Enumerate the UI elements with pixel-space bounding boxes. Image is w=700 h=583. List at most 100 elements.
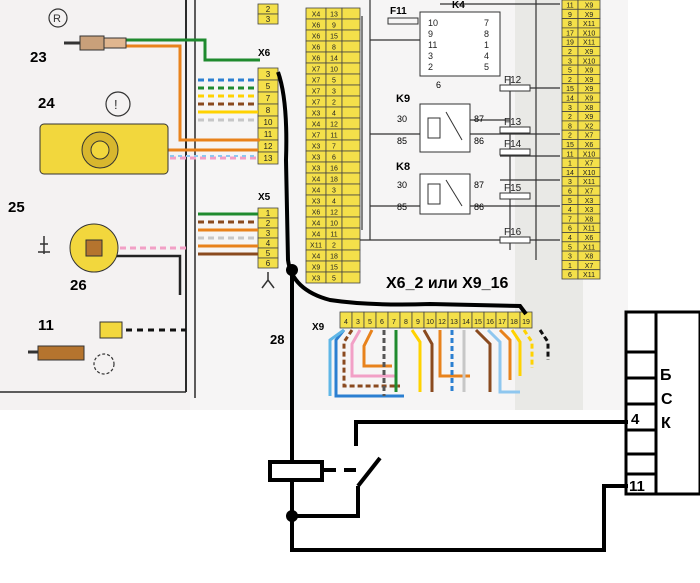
left-term-conn-label: X3 [312,155,321,162]
fuse-label: F15 [504,183,522,194]
right-term-conn-label: X9 [585,12,594,19]
x6-pin-number: 13 [264,154,273,163]
x9-pin-number: 10 [426,319,434,326]
left-term-tab [341,62,361,75]
ground-symbol [261,272,275,289]
left-term-conn-label: X6 [312,34,321,41]
left-term-conn-label: X9 [312,265,321,272]
right-term-num-label: 3 [568,254,572,261]
left-term-conn-label: X7 [312,78,321,85]
left-term-num-label: 15 [330,265,338,272]
left-term-conn-label: X6 [312,23,321,30]
left-term-num-label: 4 [332,199,336,206]
right-term-conn-label: X10 [583,58,596,65]
k4-right-pin: 1 [484,40,489,50]
top-pin-number: 3 [266,15,271,24]
right-term-num-label: 5 [568,198,572,205]
left-term-tab [341,51,361,64]
relay-k8 [419,173,471,215]
fuse-label: F16 [504,227,522,238]
left-term-conn-label: X7 [312,100,321,107]
left-term-tab [341,161,361,174]
svg-text:R: R [53,13,61,25]
left-term-num-label: 8 [332,45,336,52]
x5-pin-number: 1 [266,209,271,218]
x5-pin-number: 6 [266,259,271,268]
right-term-num-label: 9 [568,12,572,19]
right-term-conn-label: X3 [585,198,594,205]
left-term-num-label: 18 [330,254,338,261]
fuse-body [499,236,531,244]
left-term-num-label: 5 [332,276,336,283]
right-term-num-label: 14 [566,170,574,177]
right-term-conn-label: X7 [585,263,594,270]
left-term-num-label: 7 [332,144,336,151]
left-term-conn-label: X4 [312,254,321,261]
k4-label: K4 [452,0,465,11]
left-term-num-label: 12 [330,210,338,217]
right-term-num-label: 1 [568,263,572,270]
k9-pin30: 30 [397,114,407,124]
label-25: 25 [8,199,25,216]
sensor-24: ! [39,91,169,175]
left-term-tab [341,271,361,284]
right-term-conn-label: X8 [585,216,594,223]
relay-k9 [419,103,471,153]
right-term-conn-label: X10 [583,30,596,37]
right-term-conn-label: X8 [585,254,594,261]
sensor-23: R [48,8,127,51]
junction-bottom [286,510,298,522]
k4-left-pin: 2 [428,62,433,72]
label-26: 26 [70,277,87,294]
left-term-conn-label: X3 [312,144,321,151]
x6-label: X6 [258,48,271,59]
k8-pin85: 85 [397,202,407,212]
left-term-tab [341,117,361,130]
bsk-letter-b: Б [660,367,672,384]
right-term-num-label: 3 [568,179,572,186]
right-term-conn-label: X8 [585,105,594,112]
right-term-conn-label: X9 [585,86,594,93]
x9-pin-number: 16 [486,319,494,326]
x9-pin-number: 15 [474,319,482,326]
left-term-num-label: 11 [330,133,337,140]
k8-label: K8 [396,161,410,173]
wire-orange [126,44,260,142]
fuse-label: F13 [504,117,522,128]
x9-pin-number: 8 [404,319,408,326]
x6-pin-number: 12 [264,142,273,151]
left-term-conn-label: X3 [312,199,321,206]
left-term-num-label: 2 [332,100,336,107]
fuse-body [499,192,531,200]
left-term-num-label: 11 [330,232,337,239]
left-term-tab [341,238,361,251]
left-term-conn-label: X11 [310,243,322,250]
left-term-conn-label: X3 [312,111,321,118]
x9-pin-number: 14 [462,319,470,326]
right-term-conn-label: X9 [585,68,594,75]
left-term-tab [341,183,361,196]
right-term-num-label: 8 [568,123,572,130]
right-term-num-label: 5 [568,68,572,75]
left-term-num-label: 6 [332,155,336,162]
right-term-num-label: 7 [568,216,572,223]
right-term-num-label: 4 [568,235,572,242]
left-term-tab [341,29,361,42]
right-term-num-label: 15 [566,142,574,149]
k4-pin6: 6 [436,80,441,90]
x9-pin-number: 17 [498,319,506,326]
right-term-conn-label: X11 [583,244,595,251]
left-term-conn-label: X3 [312,166,321,173]
x5-pin-number: 3 [266,229,271,238]
x5-pin-number: 5 [266,249,271,258]
right-term-num-label: 19 [566,40,574,47]
right-term-num-label: 6 [568,226,572,233]
left-term-num-label: 12 [330,122,338,129]
left-term-tab [341,106,361,119]
f11-label: F11 [390,6,407,17]
right-term-conn-label: X7 [585,189,594,196]
